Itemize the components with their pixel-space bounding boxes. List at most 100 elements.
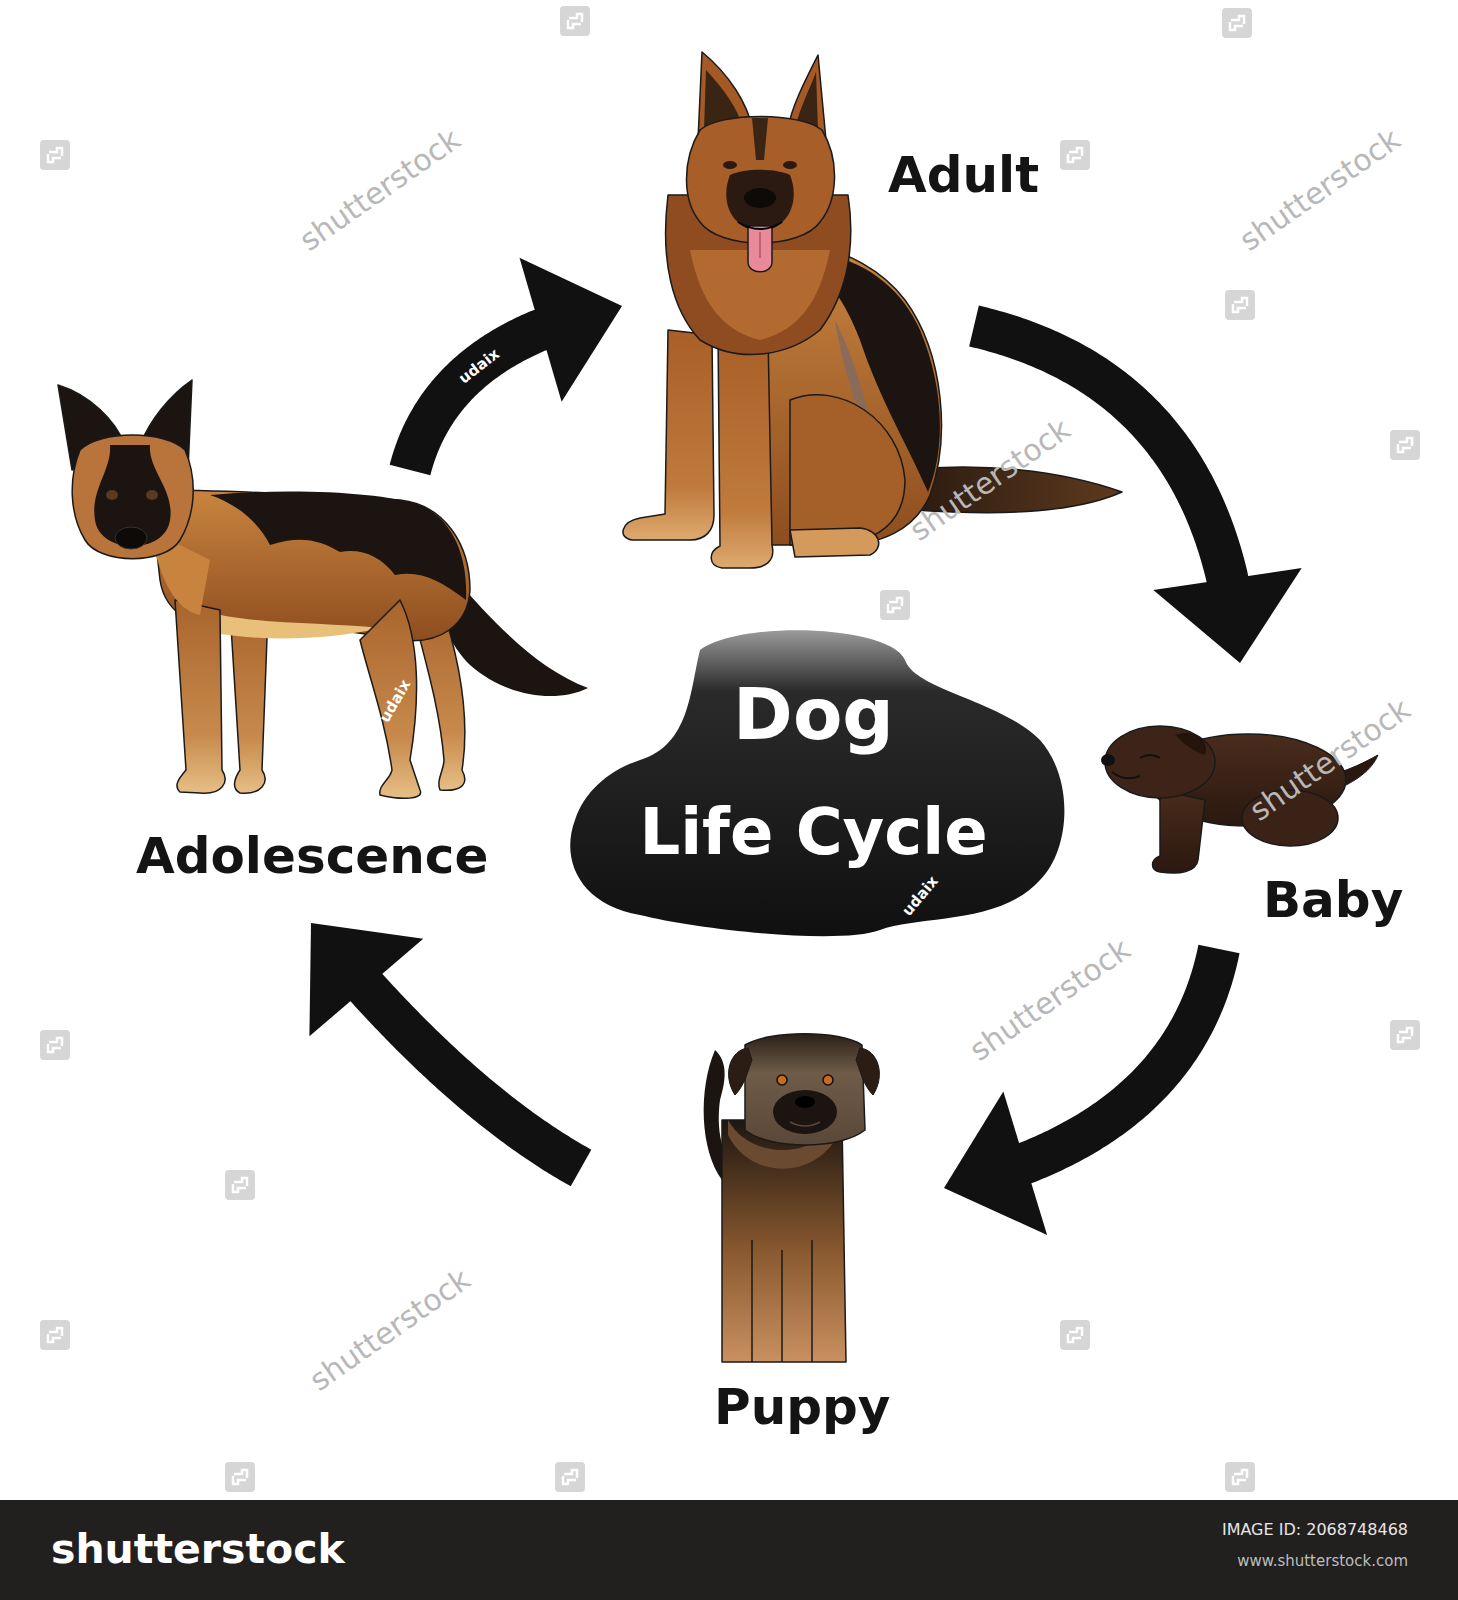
arrow-shaft — [362, 983, 581, 1168]
baby-dog-part — [1175, 733, 1206, 755]
arrow-head — [1153, 568, 1301, 663]
watermark-text: shutterstock — [293, 121, 467, 258]
footer-bar — [0, 1500, 1458, 1600]
watermark-icons-part — [560, 6, 590, 36]
watermark-icons-part — [225, 1170, 255, 1200]
adult-dog-part — [726, 170, 794, 232]
cycle-arrow — [410, 258, 622, 470]
puppy-dog-part — [856, 1048, 879, 1095]
watermark-icons-part — [1225, 290, 1255, 320]
adolescent-dog-part — [106, 490, 118, 500]
watermark-icons-part — [1390, 430, 1420, 460]
arrow-head — [309, 923, 423, 1036]
watermark-icons-part — [233, 1178, 247, 1192]
baby-dog-part — [1153, 790, 1206, 873]
title-text: Dog — [733, 671, 894, 757]
watermark-icons-part — [225, 1170, 255, 1200]
watermark-icons-part — [1225, 1462, 1255, 1492]
watermark-icons-part — [40, 1030, 70, 1060]
watermark-icons-part — [1222, 8, 1252, 38]
puppy-dog-part — [773, 1090, 837, 1134]
watermark-icons-part — [1222, 8, 1252, 38]
puppy-dog-part — [795, 1096, 815, 1108]
watermark-icons-part — [1225, 290, 1255, 320]
title-blob: DogLife Cycle — [566, 625, 1061, 945]
adolescent-dog-part — [210, 492, 466, 600]
watermark-icons-part — [1233, 298, 1247, 312]
watermark-icons-part — [560, 6, 590, 36]
stage-label: Puppy — [714, 1377, 890, 1437]
watermark-text: shutterstock — [303, 1261, 477, 1398]
watermark-icons-part — [1390, 1020, 1420, 1050]
footer-url: www.shutterstock.com — [1237, 1552, 1408, 1570]
watermark-icons-part — [48, 1038, 62, 1052]
watermark-icons-part — [1060, 1320, 1090, 1350]
adolescent-dog-part — [146, 490, 158, 500]
puppy-dog-part — [752, 1240, 812, 1362]
adult-dog-part — [711, 335, 773, 568]
watermark-text: shutterstock — [903, 411, 1077, 548]
puppy-dog-part — [729, 1048, 752, 1095]
watermark-icons — [40, 6, 1420, 1492]
arrow-head — [520, 258, 623, 402]
stage-node: Adolescence — [40, 370, 590, 895]
watermark-text: shutterstock — [1233, 121, 1407, 258]
watermark-icons-part — [40, 1030, 70, 1060]
watermark-icons-part — [48, 148, 62, 162]
adolescent-dog-part — [175, 600, 225, 793]
baby-dog-part — [1101, 754, 1115, 766]
adult-dog-part — [790, 528, 879, 557]
watermark-icons-part — [1233, 1470, 1247, 1484]
watermark-icons-part — [40, 1320, 70, 1350]
adult-dog-part — [790, 395, 905, 545]
baby-dog-part — [1105, 726, 1215, 798]
watermark-icons-part — [880, 590, 910, 620]
stage-label: Adult — [888, 145, 1039, 205]
watermark-text: shutterstock — [963, 931, 1137, 1068]
adult-dog-part — [738, 222, 782, 229]
adult-dog-part — [744, 188, 776, 208]
baby-dog-part — [1112, 772, 1140, 778]
adolescent-dog-part — [115, 527, 147, 549]
watermark-icons-part — [1398, 1028, 1412, 1042]
stage-node: Adult — [612, 45, 1125, 575]
puppy-dog-part — [777, 1075, 787, 1085]
adult-dog-part — [759, 232, 761, 258]
watermark-text: shutterstock — [1243, 691, 1417, 828]
adult-dog-part — [687, 117, 835, 244]
adult-dog-part — [623, 330, 714, 540]
adult-dog-part — [748, 226, 772, 272]
author-watermark: udaix — [455, 345, 503, 388]
watermark-icons-part — [1390, 1020, 1420, 1050]
watermark-icons-part — [888, 598, 902, 612]
adult-dog-part — [723, 161, 737, 169]
stage-node: Puppy — [690, 1030, 900, 1455]
watermark-icons-part — [225, 1462, 255, 1492]
watermark-icons-part — [40, 140, 70, 170]
puppy-dog-part — [823, 1075, 833, 1085]
cycle-arrow — [974, 326, 1302, 663]
puppy-dog-part — [745, 1034, 865, 1145]
watermark-icons-part — [1060, 140, 1090, 170]
puppy-dog — [704, 1034, 880, 1362]
adolescent-dog-part — [72, 435, 193, 559]
puppy-dog-part — [790, 1122, 820, 1126]
watermark-icons-part — [568, 14, 582, 28]
author-watermark: udaix — [376, 676, 415, 725]
watermark-icons-part — [555, 1462, 585, 1492]
watermark-icons-part — [1230, 16, 1244, 30]
adult-dog-part — [783, 161, 797, 169]
watermark-icons-part — [1068, 148, 1082, 162]
watermark-icons-part — [555, 1462, 585, 1492]
arrow-shaft — [410, 328, 546, 470]
adolescent-dog — [58, 380, 588, 798]
watermark-icons-part — [233, 1470, 247, 1484]
watermark-icons-part — [225, 1462, 255, 1492]
watermark-icons-part — [48, 1328, 62, 1342]
puppy-dog-part — [722, 1120, 846, 1362]
watermark-icons-part — [1398, 438, 1412, 452]
watermark-icons-part — [40, 1320, 70, 1350]
watermark-icons-part — [1225, 1462, 1255, 1492]
stage-label: Adolescence — [136, 826, 488, 886]
adolescent-dog-part — [360, 600, 421, 798]
